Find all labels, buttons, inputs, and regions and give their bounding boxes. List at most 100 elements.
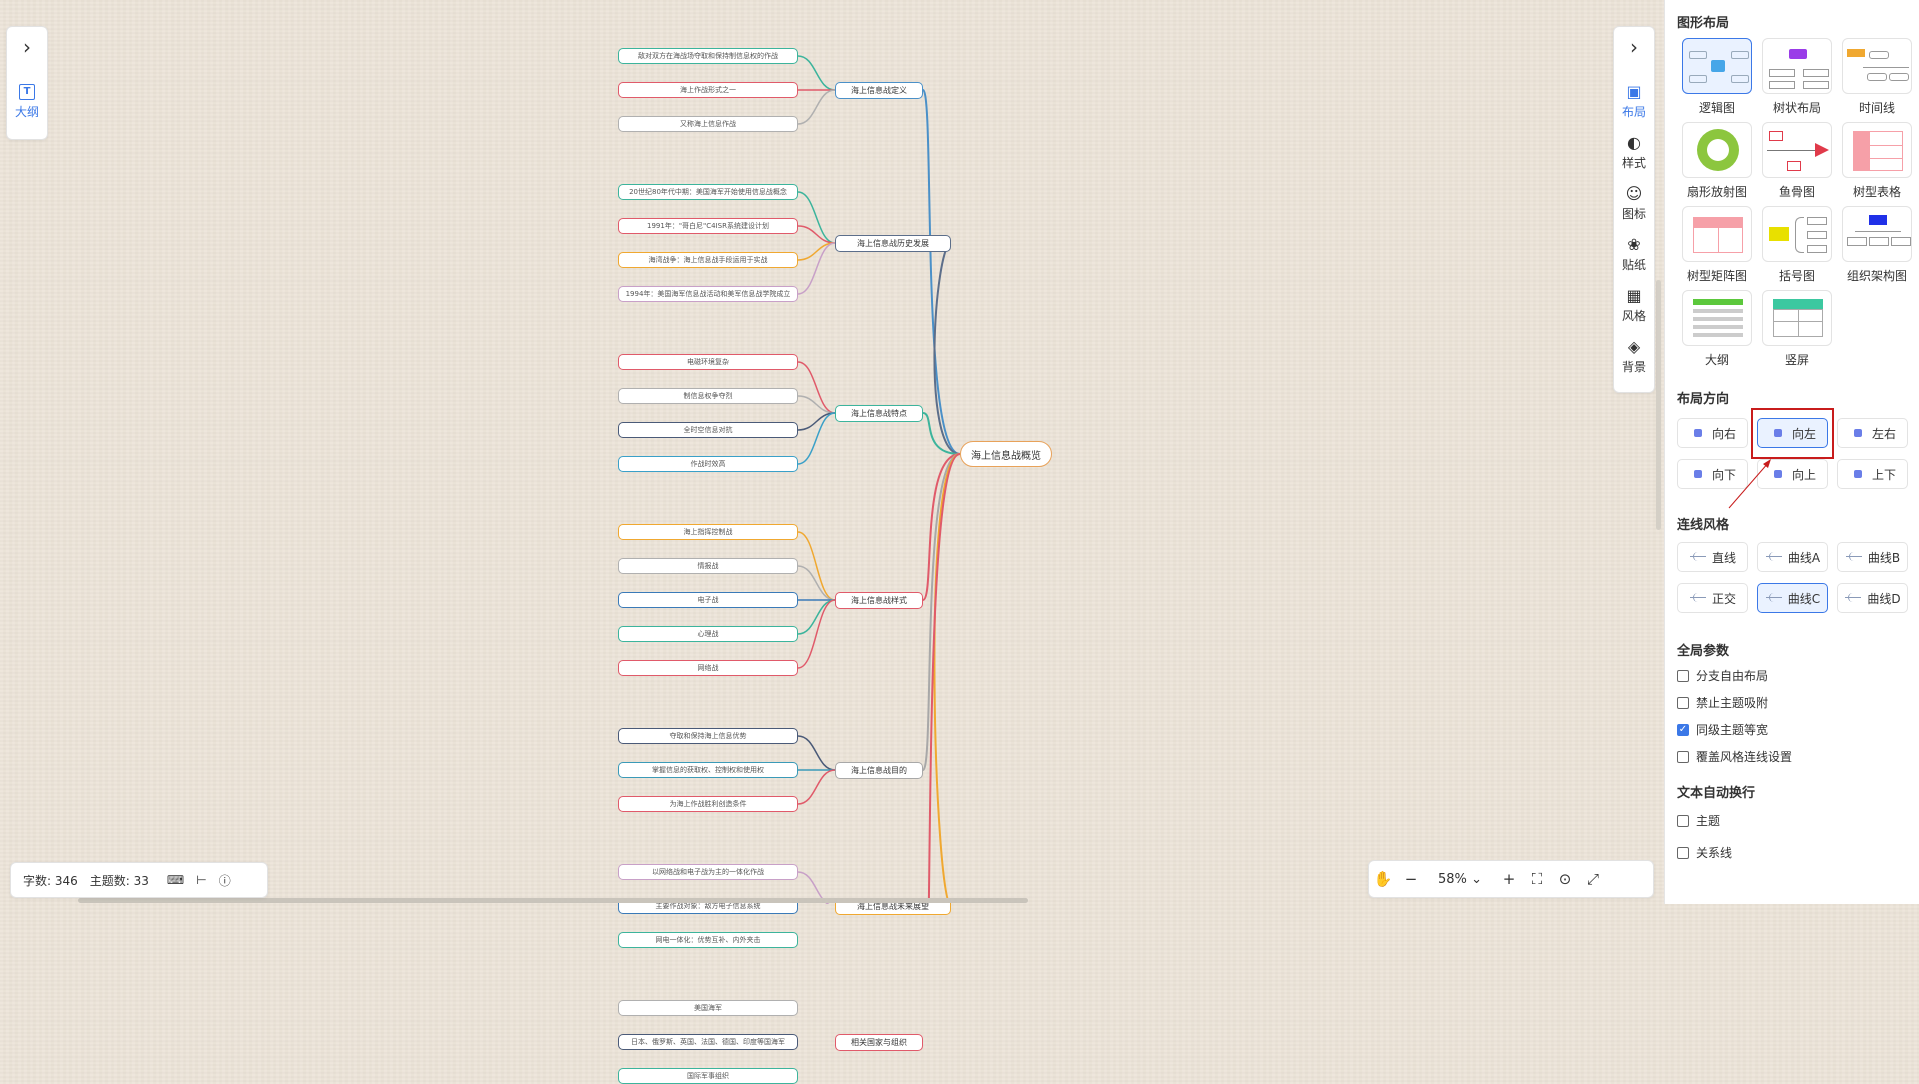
tool-sticker[interactable]: ❀贴纸 — [1614, 236, 1654, 273]
fit-view-button[interactable]: ⛶ — [1523, 865, 1551, 893]
leaf-topic[interactable]: 美国海军 — [618, 1000, 798, 1016]
layout-option[interactable]: 树状布局 — [1757, 38, 1837, 116]
line-style-option[interactable]: 曲线C — [1757, 583, 1828, 613]
zoom-select[interactable]: 58% ⌄ — [1425, 872, 1495, 887]
direction-option[interactable]: 向右 — [1677, 418, 1748, 448]
leaf-topic[interactable]: 网络战 — [618, 660, 798, 676]
leaf-topic[interactable]: 电子战 — [618, 592, 798, 608]
horizontal-scrollbar[interactable] — [78, 898, 1028, 903]
direction-option[interactable]: 左右 — [1837, 418, 1908, 448]
center-button[interactable]: ⊙ — [1551, 865, 1579, 893]
keyboard-icon[interactable]: ⌨ — [166, 873, 185, 887]
leaf-topic[interactable]: 电磁环境复杂 — [618, 354, 798, 370]
leaf-topic[interactable]: 以网络战和电子战为主的一体化作战 — [618, 864, 798, 880]
leaf-topic[interactable]: 全时空信息对抗 — [618, 422, 798, 438]
layout-option[interactable]: 时间线 — [1837, 38, 1917, 116]
checkbox-option[interactable]: 分支自由布局 — [1677, 667, 1768, 684]
line-style-icon — [1845, 551, 1863, 563]
leaf-topic[interactable]: 网电一体化：优势互补、内外夹击 — [618, 932, 798, 948]
checkbox[interactable]: ✓ — [1677, 723, 1689, 736]
layout-label: 树型矩阵图 — [1686, 269, 1747, 283]
line-style-option[interactable]: 曲线B — [1837, 542, 1908, 572]
leaf-topic[interactable]: 1991年："哥白尼"C4ISR系统建设计划 — [618, 218, 798, 234]
line-style-icon — [1689, 551, 1707, 563]
leaf-topic[interactable]: 敌对双方在海战场夺取和保持制信息权的作战 — [618, 48, 798, 64]
zoom-in-button[interactable]: + — [1495, 865, 1523, 893]
direction-option[interactable]: 向下 — [1677, 459, 1748, 489]
leaf-topic[interactable]: 作战时效高 — [618, 456, 798, 472]
layout-option[interactable]: 组织架构图 — [1837, 206, 1917, 284]
zoom-out-button[interactable]: − — [1397, 865, 1425, 893]
leaf-topic[interactable]: 国际军事组织 — [618, 1068, 798, 1084]
tool-layers[interactable]: ◈背景 — [1614, 338, 1654, 375]
layout-option[interactable]: 树型表格 — [1837, 122, 1917, 200]
layout-option[interactable]: 扇形放射图 — [1677, 122, 1757, 200]
leaf-topic[interactable]: 夺取和保持海上信息优势 — [618, 728, 798, 744]
checkbox[interactable] — [1677, 814, 1689, 827]
checkbox-option[interactable]: 主题 — [1677, 812, 1720, 829]
tool-layout[interactable]: ▣布局 — [1614, 83, 1654, 120]
leaf-topic[interactable]: 海上指挥控制战 — [618, 524, 798, 540]
checkbox-option[interactable]: 禁止主题吸附 — [1677, 694, 1768, 711]
leaf-topic[interactable]: 海湾战争：海上信息战手段运用于实战 — [618, 252, 798, 268]
direction-option[interactable]: 上下 — [1837, 459, 1908, 489]
branch-topic[interactable]: 海上信息战定义 — [835, 81, 923, 99]
leaf-topic[interactable]: 日本、俄罗斯、英国、法国、德国、印度等国海军 — [618, 1034, 798, 1050]
direction-label: 上下 — [1871, 467, 1896, 482]
pointer-arrow — [1728, 459, 1771, 509]
tool-smiley[interactable]: ☺图标 — [1614, 185, 1654, 222]
leaf-topic[interactable]: 1994年：美国海军信息战活动和美军信息战学院成立 — [618, 286, 798, 302]
leaf-topic[interactable]: 情报战 — [618, 558, 798, 574]
leaf-connector — [797, 735, 836, 771]
branch-topic[interactable]: 海上信息战样式 — [835, 591, 923, 609]
structure-icon[interactable]: ⊢ — [196, 873, 207, 887]
checkbox[interactable] — [1677, 750, 1689, 763]
checkbox-option[interactable]: 覆盖风格连线设置 — [1677, 748, 1792, 765]
layout-option[interactable]: 竖屏 — [1757, 290, 1837, 368]
layout-option[interactable]: 大纲 — [1677, 290, 1757, 368]
leaf-topic[interactable]: 海上作战形式之一 — [618, 82, 798, 98]
mindmap-canvas[interactable]: 敌对双方在海战场夺取和保持制信息权的作战海上作战形式之一又称海上信息作战海上信息… — [0, 0, 1664, 1084]
checkbox[interactable] — [1677, 669, 1689, 682]
expand-left-button[interactable]: › — [7, 27, 47, 67]
line-style-option[interactable]: 曲线D — [1837, 583, 1908, 613]
checkbox-option[interactable]: ✓同级主题等宽 — [1677, 721, 1768, 738]
fullscreen-button[interactable]: ⤢ — [1579, 865, 1607, 893]
leaf-topic[interactable]: 20世纪80年代中期：美国海军开始使用信息战概念 — [618, 184, 798, 200]
checkbox-option[interactable]: 关系线 — [1677, 844, 1732, 861]
smiley-icon: ☺ — [1625, 184, 1643, 203]
outline-label: 大纲 — [14, 105, 39, 119]
leaf-topic[interactable]: 制信息权争夺烈 — [618, 388, 798, 404]
leaf-topic[interactable]: 心理战 — [618, 626, 798, 642]
line-style-option[interactable]: 正交 — [1677, 583, 1748, 613]
layout-option[interactable]: 树型矩阵图 — [1677, 206, 1757, 284]
direction-option[interactable]: 向左 — [1757, 418, 1828, 448]
branch-topic[interactable]: 海上信息战特点 — [835, 404, 923, 422]
layout-sidebar: 图形布局 布局方向 连线风格 全局参数 文本自动换行 逻辑图树状布局时间线扇形放… — [1664, 0, 1919, 904]
hand-tool-button[interactable]: ✋ — [1369, 865, 1397, 893]
checkbox[interactable] — [1677, 696, 1689, 709]
collapse-panel-button[interactable]: › — [1614, 27, 1654, 67]
branch-topic[interactable]: 海上信息战历史发展 — [835, 234, 951, 252]
line-style-option[interactable]: 直线 — [1677, 542, 1748, 572]
checkbox-label: 主题 — [1696, 814, 1721, 828]
fishbone-icon — [1762, 122, 1832, 178]
outline-button[interactable]: T 大纲 — [7, 83, 47, 120]
layout-option[interactable]: 鱼骨图 — [1757, 122, 1837, 200]
branch-topic[interactable]: 相关国家与组织 — [835, 1033, 923, 1051]
checkbox[interactable] — [1677, 846, 1689, 859]
info-icon[interactable]: ⓘ — [218, 873, 231, 888]
layout-option[interactable]: 逻辑图 — [1677, 38, 1757, 116]
leaf-topic[interactable]: 又称海上信息作战 — [618, 116, 798, 132]
tool-palette[interactable]: ◐样式 — [1614, 134, 1654, 171]
leaf-topic[interactable]: 为海上作战胜利创造条件 — [618, 796, 798, 812]
tool-label: 布局 — [1621, 105, 1646, 119]
tool-grid[interactable]: ▦风格 — [1614, 287, 1654, 324]
leaf-topic[interactable]: 掌握信息的获取权、控制权和使用权 — [618, 762, 798, 778]
line-style-icon — [1689, 592, 1707, 604]
root-topic[interactable]: 海上信息战概览 — [960, 441, 1052, 467]
line-style-option[interactable]: 曲线A — [1757, 542, 1828, 572]
branch-topic[interactable]: 海上信息战目的 — [835, 761, 923, 779]
vertical-scrollbar[interactable] — [1656, 280, 1661, 530]
layout-option[interactable]: 括号图 — [1757, 206, 1837, 284]
